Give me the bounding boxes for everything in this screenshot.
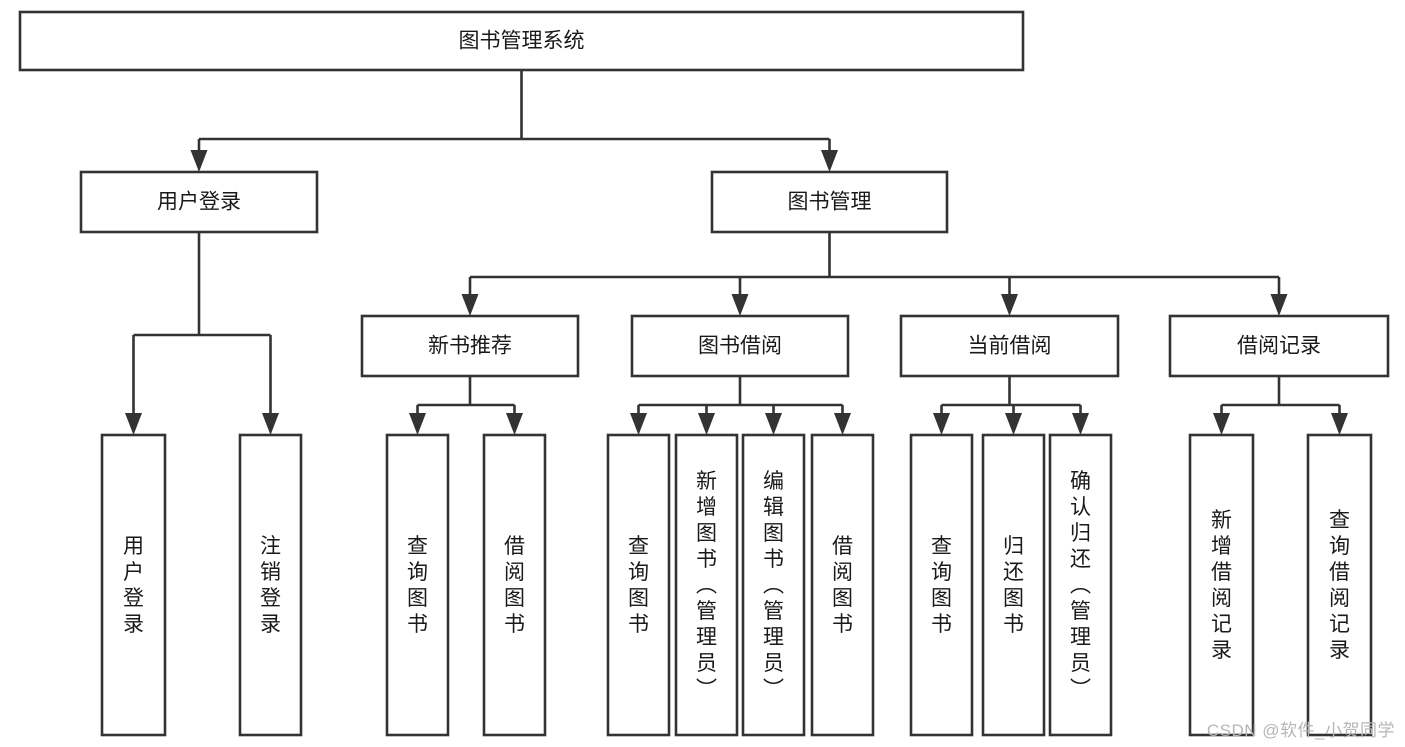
leaf-node-box[interactable] (385, 433, 450, 737)
watermark-text: CSDN @软件_小贺同学 (1206, 721, 1395, 740)
arrow-head-icon (731, 294, 749, 316)
level2-node-2[interactable]: 图书管理 (710, 170, 949, 234)
arrow-head-icon (506, 413, 523, 435)
root-node-1[interactable]: 图书管理系统 (18, 10, 1025, 72)
leaf-node-4[interactable]: 借阅图书 (482, 433, 547, 737)
leaf-node-6[interactable]: 新增图书︵管理员︶ (674, 433, 739, 737)
leaf-node-8[interactable]: 借阅图书 (810, 433, 875, 737)
leaf-node-7[interactable]: 编辑图书︵管理员︶ (741, 433, 806, 737)
arrow-head-icon (409, 413, 426, 435)
leaf-node-box[interactable] (981, 433, 1046, 737)
arrow-head-icon (1331, 413, 1348, 435)
level3-node-1[interactable]: 新书推荐 (360, 314, 580, 378)
arrow-head-icon (698, 413, 715, 435)
leaf-node-box[interactable] (1048, 433, 1113, 737)
arrow-head-icon (125, 413, 142, 435)
arrow-head-icon (765, 413, 782, 435)
root-node-box[interactable] (18, 10, 1025, 72)
level3-node-box[interactable] (360, 314, 580, 378)
leaf-node-label: 查询图书 (407, 535, 428, 636)
arrow-head-icon (834, 413, 851, 435)
nodes-layer: 图书管理系统用户登录图书管理新书推荐图书借阅当前借阅借阅记录用户登录注销登录查询… (18, 10, 1390, 737)
edge-group-user-login (125, 232, 279, 435)
level3-node-box[interactable] (630, 314, 850, 378)
arrow-head-icon (1213, 413, 1230, 435)
leaf-node-label: 确认归还︵管理员︶ (1070, 470, 1091, 701)
connectors-layer (125, 70, 1348, 435)
leaf-node-label: 归还图书 (1003, 535, 1024, 636)
leaf-node-box[interactable] (1188, 433, 1255, 737)
arrow-head-icon (1270, 294, 1288, 316)
leaf-node-box[interactable] (909, 433, 974, 737)
leaf-node-10[interactable]: 归还图书 (981, 433, 1046, 737)
arrow-head-icon (821, 150, 838, 172)
level3-node-4[interactable]: 借阅记录 (1168, 314, 1390, 378)
leaf-node-label: 借阅图书 (504, 535, 525, 636)
level2-node-box[interactable] (710, 170, 949, 234)
root-node-label: 图书管理系统 (459, 30, 585, 53)
edge-group-book-mgmt (461, 232, 1288, 316)
leaf-node-13[interactable]: 查询借阅记录 (1306, 433, 1373, 737)
leaf-node-box[interactable] (810, 433, 875, 737)
leaf-node-box[interactable] (100, 433, 167, 737)
level3-node-2[interactable]: 图书借阅 (630, 314, 850, 378)
leaf-node-1[interactable]: 用户登录 (100, 433, 167, 737)
level3-node-label: 借阅记录 (1237, 335, 1321, 358)
level2-node-1[interactable]: 用户登录 (79, 170, 319, 234)
leaf-node-label: 借阅图书 (832, 535, 853, 636)
arrow-head-icon (1005, 413, 1022, 435)
level3-node-3[interactable]: 当前借阅 (899, 314, 1120, 378)
edge-group-root (190, 70, 838, 172)
edge-group-records (1213, 376, 1348, 435)
edge-group-current (933, 376, 1089, 435)
arrow-head-icon (461, 294, 479, 316)
leaf-node-label: 查询图书 (628, 535, 649, 636)
leaf-node-9[interactable]: 查询图书 (909, 433, 974, 737)
leaf-node-2[interactable]: 注销登录 (238, 433, 303, 737)
leaf-node-label: 新增图书︵管理员︶ (696, 470, 717, 701)
leaf-node-box[interactable] (1306, 433, 1373, 737)
edge-group-borrow (630, 376, 851, 435)
leaf-node-11[interactable]: 确认归还︵管理员︶ (1048, 433, 1113, 737)
leaf-node-3[interactable]: 查询图书 (385, 433, 450, 737)
level2-node-label: 图书管理 (788, 191, 872, 214)
leaf-node-label: 新增借阅记录 (1211, 509, 1232, 662)
leaf-node-box[interactable] (606, 433, 671, 737)
leaf-node-box[interactable] (238, 433, 303, 737)
level3-node-label: 图书借阅 (698, 335, 782, 358)
leaf-node-box[interactable] (674, 433, 739, 737)
leaf-node-label: 查询借阅记录 (1329, 509, 1350, 662)
leaf-node-label: 编辑图书︵管理员︶ (763, 470, 784, 701)
level2-node-box[interactable] (79, 170, 319, 234)
arrow-head-icon (1072, 413, 1089, 435)
leaf-node-box[interactable] (482, 433, 547, 737)
arrow-head-icon (933, 413, 950, 435)
leaf-node-label: 查询图书 (931, 535, 952, 636)
edge-group-new-book (409, 376, 523, 435)
leaf-node-box[interactable] (741, 433, 806, 737)
arrow-head-icon (1001, 294, 1018, 316)
level3-node-box[interactable] (899, 314, 1120, 378)
leaf-node-5[interactable]: 查询图书 (606, 433, 671, 737)
arrow-head-icon (190, 150, 208, 172)
level2-node-label: 用户登录 (157, 191, 241, 214)
leaf-node-12[interactable]: 新增借阅记录 (1188, 433, 1255, 737)
level3-node-label: 当前借阅 (968, 335, 1052, 358)
level3-node-label: 新书推荐 (428, 335, 512, 358)
leaf-node-label: 用户登录 (123, 535, 144, 636)
arrow-head-icon (262, 413, 279, 435)
leaf-node-label: 注销登录 (260, 535, 281, 636)
level3-node-box[interactable] (1168, 314, 1390, 378)
arrow-head-icon (630, 413, 647, 435)
